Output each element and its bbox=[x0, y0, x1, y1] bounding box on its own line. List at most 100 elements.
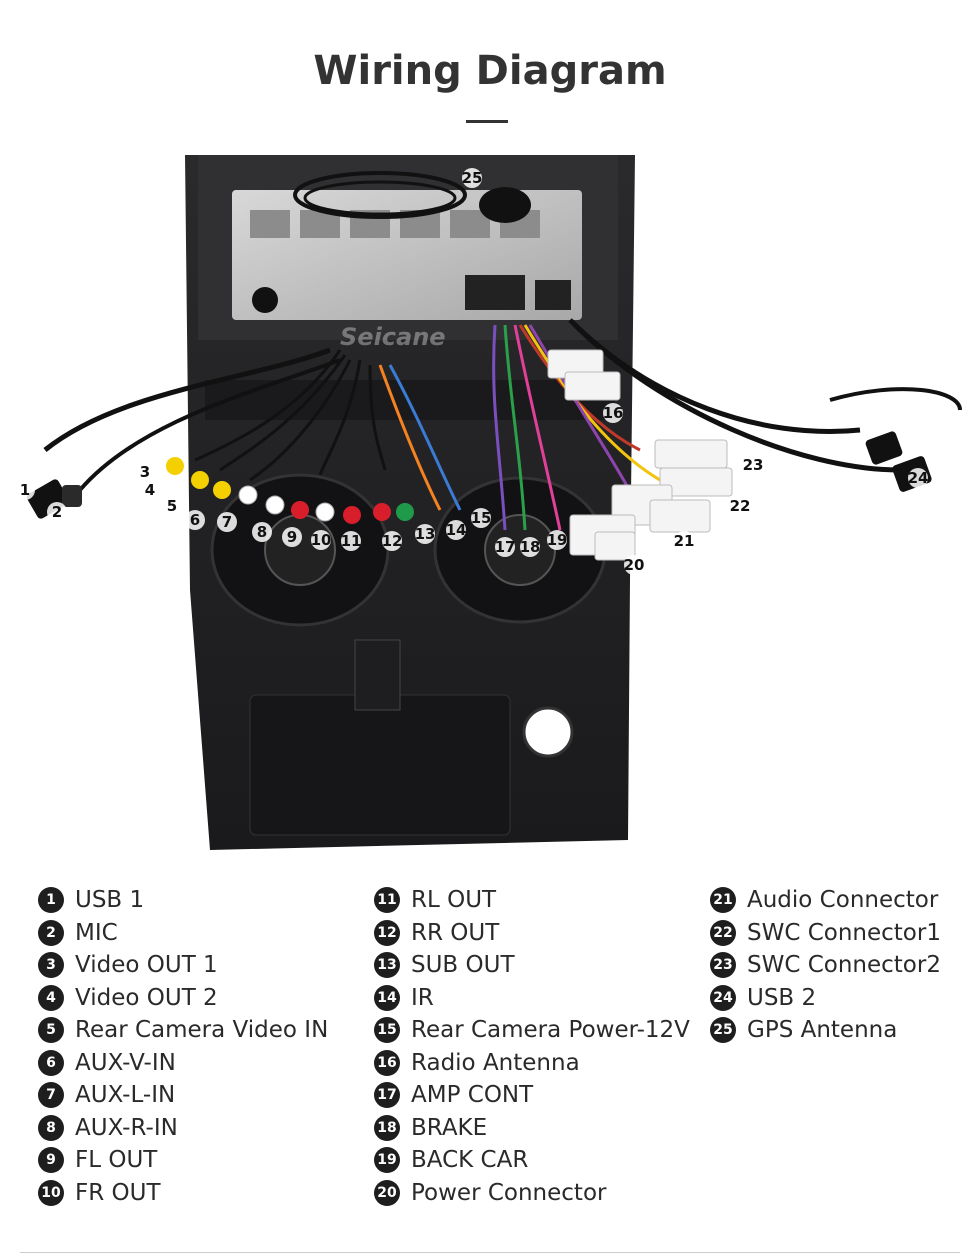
callout-background bbox=[415, 524, 435, 544]
usb2-connector-a bbox=[865, 431, 903, 465]
legend-number-badge: 15 bbox=[374, 1017, 400, 1044]
callout-background bbox=[47, 502, 67, 522]
legend-number-badge: 17 bbox=[374, 1082, 400, 1109]
legend-label: Power Connector bbox=[411, 1179, 607, 1206]
gps-cable-coil bbox=[293, 171, 467, 219]
legend-item: 1 USB 1 bbox=[38, 884, 328, 917]
harness-wires bbox=[194, 318, 962, 531]
rca-plugs bbox=[166, 457, 414, 524]
aux-socket bbox=[535, 280, 571, 310]
callout-number: 3 bbox=[140, 463, 150, 481]
callout-background bbox=[743, 455, 763, 475]
legend-label: USB 1 bbox=[75, 887, 145, 914]
callout-number: 16 bbox=[603, 404, 624, 422]
legend-label: SWC Connector1 bbox=[747, 919, 941, 946]
callout-number: 15 bbox=[471, 509, 492, 527]
legend-label: GPS Antenna bbox=[747, 1017, 898, 1044]
legend-number-badge: 1 bbox=[38, 887, 64, 914]
legend-number-badge: 13 bbox=[374, 952, 400, 979]
legend-number-badge: 12 bbox=[374, 919, 400, 946]
legend-item: 3 Video OUT 1 bbox=[38, 949, 328, 982]
callout-number: 17 bbox=[495, 538, 516, 556]
bottom-divider bbox=[20, 1252, 960, 1253]
callout-background bbox=[446, 520, 466, 540]
legend-label: BACK CAR bbox=[411, 1147, 529, 1174]
legend-number-badge: 24 bbox=[710, 984, 736, 1011]
callout-number: 18 bbox=[520, 538, 541, 556]
legend-number-badge: 3 bbox=[38, 952, 64, 979]
page-title: Wiring Diagram bbox=[313, 48, 667, 94]
legend-number-badge: 6 bbox=[38, 1049, 64, 1076]
callout-number: 8 bbox=[257, 523, 267, 541]
callout-background bbox=[135, 462, 155, 482]
callout-number: 11 bbox=[341, 532, 362, 550]
callout-number: 6 bbox=[190, 511, 200, 529]
legend-label: IR bbox=[411, 984, 434, 1011]
callout-number: 20 bbox=[624, 556, 645, 574]
lighter-socket bbox=[522, 706, 574, 758]
legend-item: 15 Rear Camera Power-12V bbox=[374, 1014, 690, 1047]
callout-background bbox=[674, 531, 694, 551]
legend-item: 23 SWC Connector2 bbox=[710, 949, 941, 982]
legend-label: Video OUT 2 bbox=[75, 984, 218, 1011]
callout-background bbox=[908, 468, 928, 488]
callout-number: 10 bbox=[311, 531, 332, 549]
callout-background bbox=[382, 531, 402, 551]
legend-label: Rear Camera Power-12V bbox=[411, 1017, 690, 1044]
legend-item: 6 AUX-V-IN bbox=[38, 1047, 328, 1080]
legend-number-badge: 7 bbox=[38, 1082, 64, 1109]
legend-label: Radio Antenna bbox=[411, 1049, 580, 1076]
callout-number: 2 bbox=[52, 503, 62, 521]
legend-number-badge: 5 bbox=[38, 1017, 64, 1044]
callout-background bbox=[495, 537, 515, 557]
callout-number: 13 bbox=[415, 525, 436, 543]
legend-label: AUX-V-IN bbox=[75, 1049, 176, 1076]
legend-number-badge: 14 bbox=[374, 984, 400, 1011]
legend-item: 14 IR bbox=[374, 982, 690, 1015]
callout-background bbox=[217, 512, 237, 532]
gps-puck bbox=[479, 187, 531, 223]
harness-connectors bbox=[547, 349, 733, 561]
legend-item: 19 BACK CAR bbox=[374, 1144, 690, 1177]
callout-number: 7 bbox=[222, 513, 232, 531]
legend-label: Video OUT 1 bbox=[75, 952, 218, 979]
legend-item: 25 GPS Antenna bbox=[710, 1014, 941, 1047]
callout-background bbox=[520, 537, 540, 557]
callout-background bbox=[624, 555, 644, 575]
legend-label: SWC Connector2 bbox=[747, 952, 941, 979]
antenna-socket bbox=[252, 287, 278, 313]
mic-cable bbox=[78, 358, 341, 492]
callout-background bbox=[730, 496, 750, 516]
legend-label: Audio Connector bbox=[747, 887, 939, 914]
callout-background bbox=[341, 531, 361, 551]
legend-label: AUX-R-IN bbox=[75, 1114, 178, 1141]
legend-label: FL OUT bbox=[75, 1147, 158, 1174]
legend-number-badge: 20 bbox=[374, 1179, 400, 1206]
callout-number: 25 bbox=[462, 169, 483, 187]
legend-label: RL OUT bbox=[411, 887, 497, 914]
watermark-logo: Seicane bbox=[340, 323, 446, 351]
legend-number-badge: 25 bbox=[710, 1017, 736, 1044]
callout-number: 22 bbox=[730, 497, 751, 515]
legend-number-badge: 8 bbox=[38, 1114, 64, 1141]
legend-label: SUB OUT bbox=[411, 952, 515, 979]
callout-number: 12 bbox=[382, 532, 403, 550]
legend-number-badge: 23 bbox=[710, 952, 736, 979]
legend-number-badge: 19 bbox=[374, 1147, 400, 1174]
callout-number: 9 bbox=[287, 528, 297, 546]
